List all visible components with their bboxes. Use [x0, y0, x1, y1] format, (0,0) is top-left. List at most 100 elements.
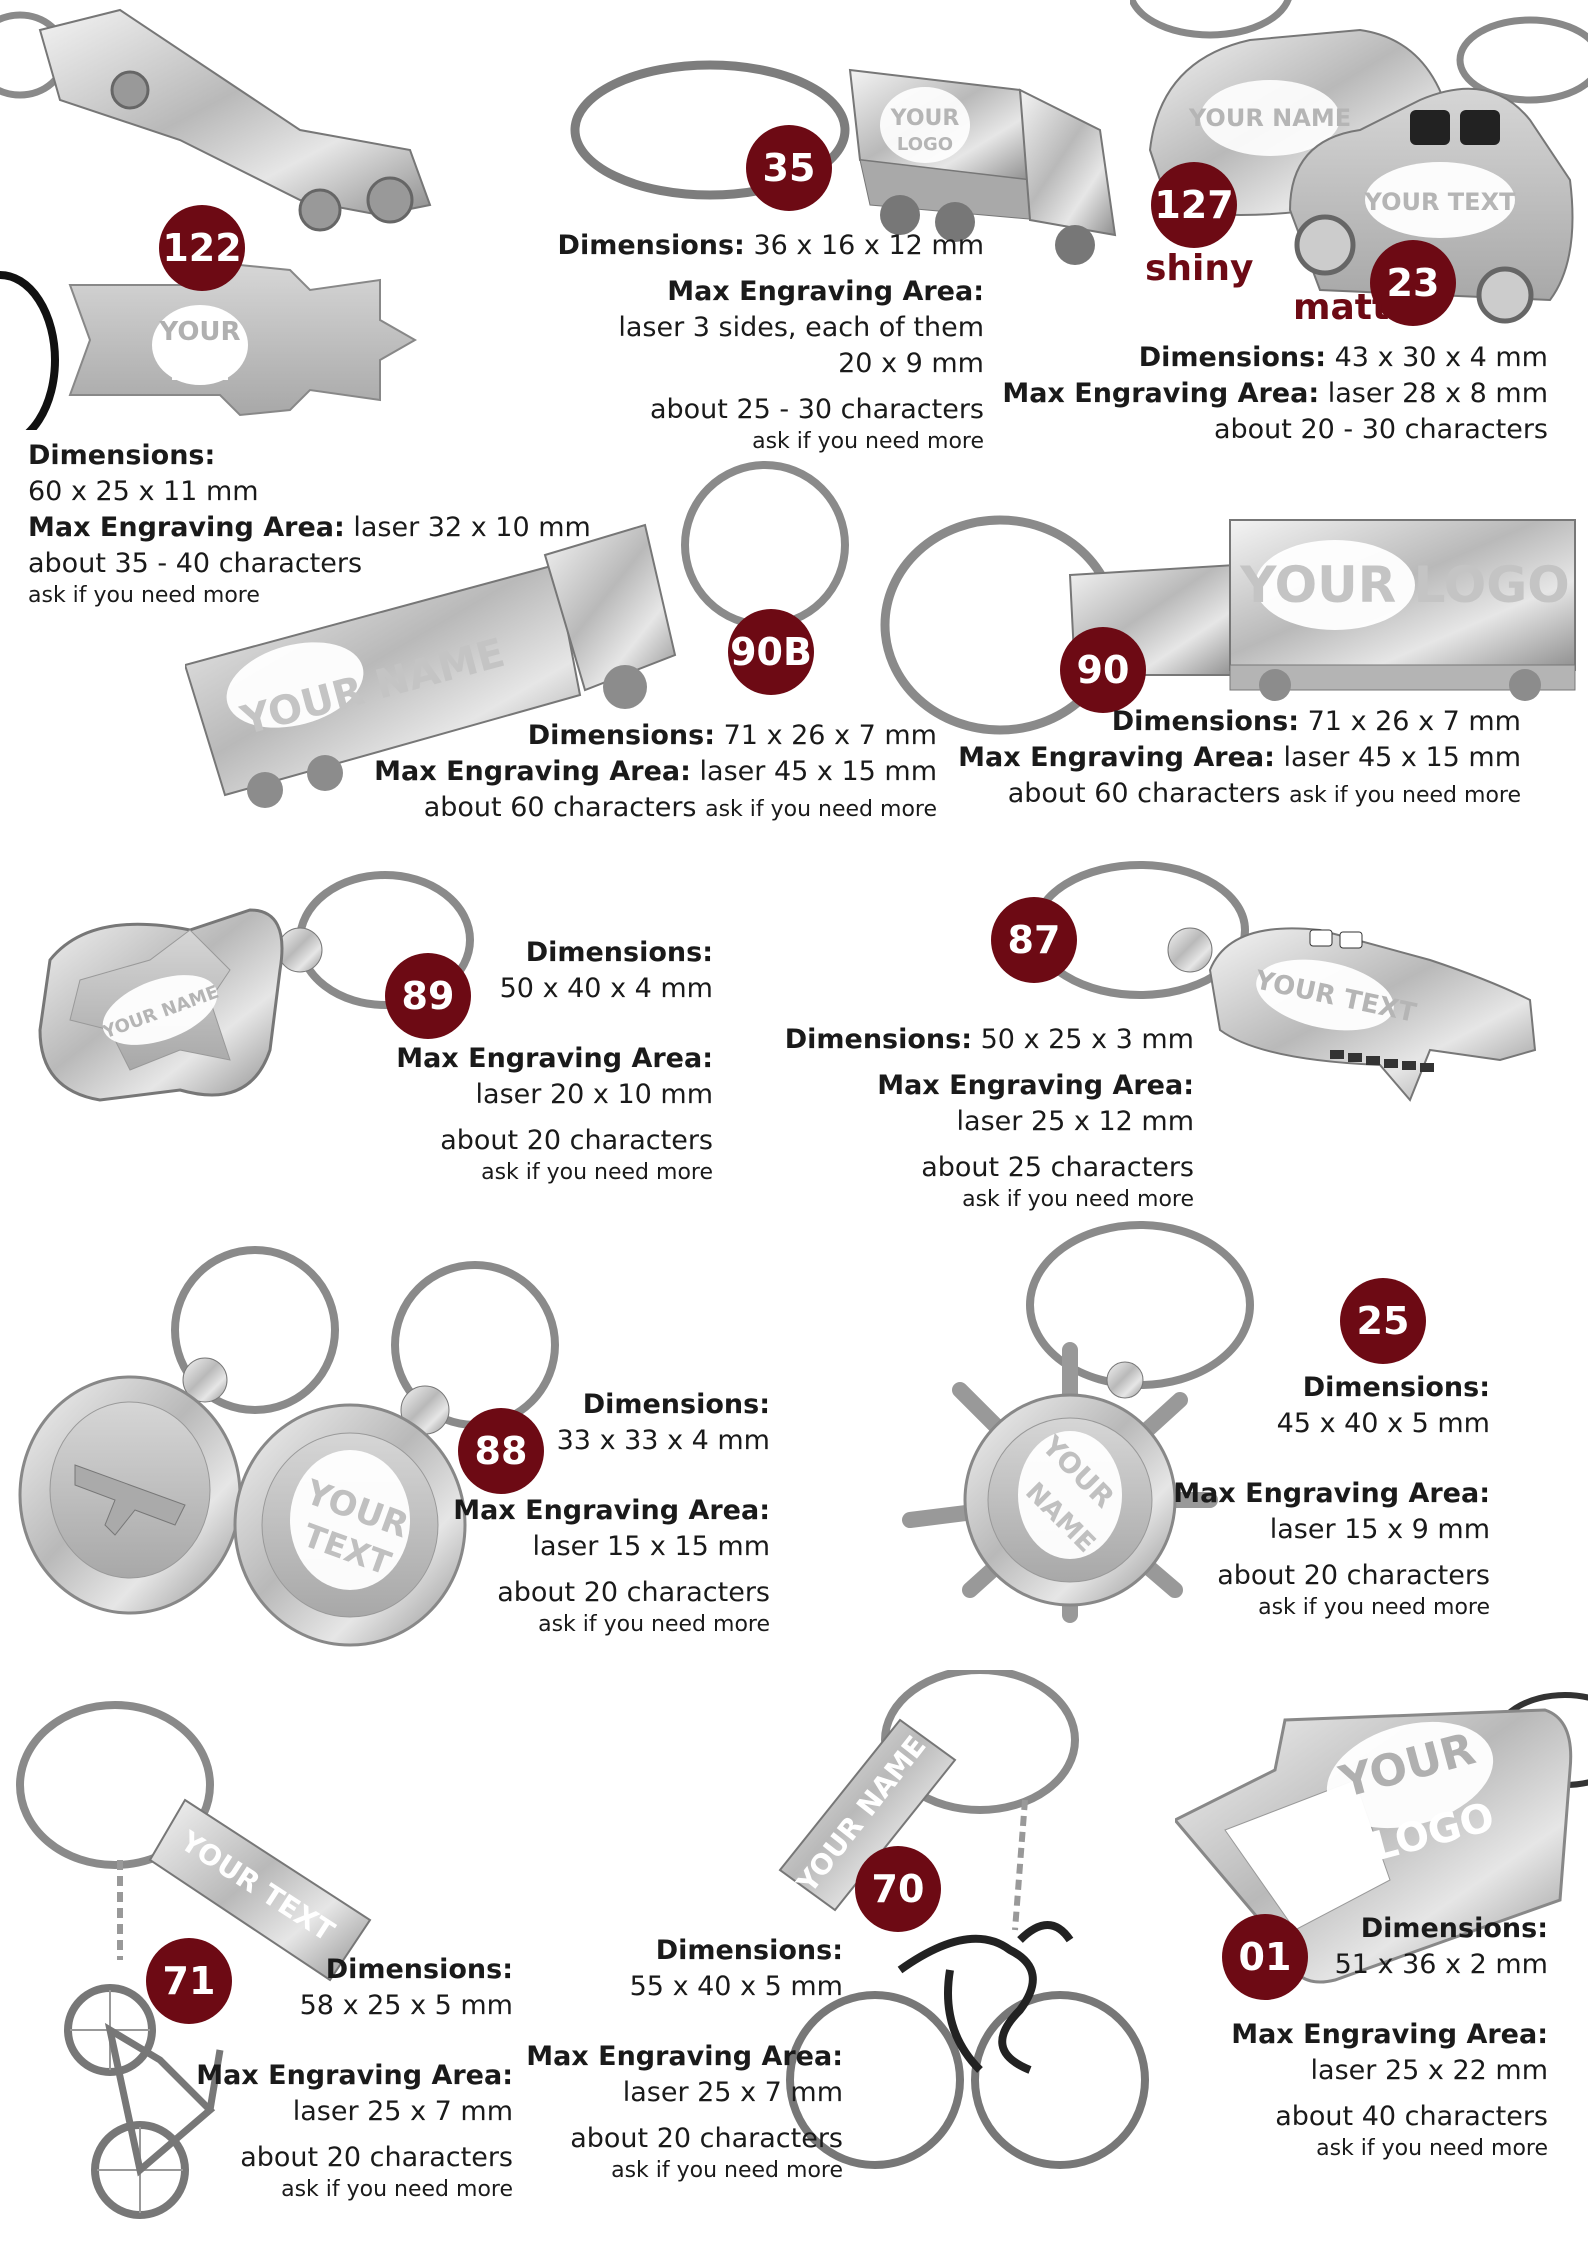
- dimensions-label: Dimensions:: [784, 1024, 973, 1055]
- characters-value: about 60 characters: [1007, 778, 1281, 809]
- ask-more-note: ask if you need more: [962, 1187, 1194, 1212]
- dimensions-value: 71 x 26 x 7 mm: [1307, 706, 1521, 737]
- product-badge-35: 35: [746, 125, 832, 211]
- engrave-text: TEXT: [166, 358, 234, 386]
- spec-122: Dimensions: 60 x 25 x 11 mm Max Engravin…: [28, 438, 591, 610]
- product-badge-90b: 90B: [728, 609, 814, 695]
- engrave-text: YOUR TEXT: [1364, 188, 1517, 216]
- product-badge-127: 127: [1151, 162, 1237, 248]
- engrave-text: YOUR: [890, 106, 960, 131]
- characters-value: about 25 - 30 characters: [649, 394, 984, 425]
- dimensions-value: 50 x 25 x 3 mm: [980, 1024, 1194, 1055]
- ask-more-note: ask if you need more: [281, 2177, 513, 2202]
- truck-keyring-image: YOUR LOGO: [570, 60, 1117, 265]
- characters-value: about 40 characters: [1275, 2101, 1548, 2132]
- dimensions-value: 60 x 25 x 11 mm: [28, 476, 259, 507]
- engraving-value: laser 25 x 7 mm: [292, 2096, 513, 2127]
- ask-more-note: ask if you need more: [481, 1160, 713, 1185]
- spec-90b: Dimensions: 71 x 26 x 7 mm Max Engraving…: [374, 718, 937, 826]
- dimensions-label: Dimensions:: [1360, 1913, 1548, 1944]
- ask-more-note: ask if you need more: [28, 583, 260, 608]
- spec-87: Dimensions: 50 x 25 x 3 mm Max Engraving…: [785, 1022, 1194, 1214]
- engraving-value: laser 25 x 7 mm: [622, 2077, 843, 2108]
- dimensions-value: 50 x 40 x 4 mm: [499, 973, 713, 1004]
- spec-88: Dimensions: 33 x 33 x 4 mm Max Engraving…: [453, 1387, 770, 1639]
- engraving-label: Max Engraving Area:: [453, 1495, 770, 1526]
- characters-value: about 35 - 40 characters: [28, 548, 363, 579]
- characters-value: about 20 - 30 characters: [1213, 414, 1548, 445]
- dimensions-value: 43 x 30 x 4 mm: [1334, 342, 1548, 373]
- dimensions-label: Dimensions:: [525, 937, 713, 968]
- finish-label-matt: matt: [1293, 287, 1390, 328]
- product-badge-90: 90: [1060, 627, 1146, 713]
- engraving-label: Max Engraving Area:: [1002, 378, 1320, 409]
- dimensions-value: 33 x 33 x 4 mm: [556, 1425, 770, 1456]
- lorry-keyring-image: YOUR NAME: [185, 461, 849, 808]
- product-badge-01: 01: [1222, 1914, 1308, 2000]
- product-badge-71: 71: [146, 1938, 232, 2024]
- characters-value: about 25 characters: [921, 1152, 1194, 1183]
- f1-car-keyring-image: YOUR TEXT: [0, 8, 432, 430]
- dimensions-label: Dimensions:: [28, 440, 216, 471]
- dimensions-label: Dimensions:: [655, 1935, 843, 1966]
- engraving-value: laser 45 x 15 mm: [699, 756, 937, 787]
- dimensions-value: 51 x 36 x 2 mm: [1334, 1949, 1548, 1980]
- finish-label-shiny: shiny: [1145, 248, 1254, 289]
- engraving-label: Max Engraving Area:: [396, 1043, 713, 1074]
- engraving-label: Max Engraving Area:: [374, 756, 691, 787]
- product-badge-70: 70: [855, 1846, 941, 1932]
- engraving-value: laser 3 sides, each of them: [618, 312, 984, 343]
- product-badge-25: 25: [1340, 1278, 1426, 1364]
- ask-more-note: ask if you need more: [705, 797, 937, 822]
- dimensions-label: Dimensions:: [1111, 706, 1300, 737]
- spec-25: Dimensions: 45 x 40 x 5 mm Max Engraving…: [1173, 1370, 1490, 1622]
- characters-value: about 20 characters: [440, 1125, 713, 1156]
- ask-more-note: ask if you need more: [752, 429, 984, 454]
- product-badge-88: 88: [458, 1408, 544, 1494]
- product-badge-122: 122: [159, 205, 245, 291]
- spec-90: Dimensions: 71 x 26 x 7 mm Max Engraving…: [958, 704, 1521, 812]
- spec-70: Dimensions: 55 x 40 x 5 mm Max Engraving…: [526, 1933, 843, 2185]
- dimensions-label: Dimensions:: [325, 1954, 513, 1985]
- dimensions-value: 55 x 40 x 5 mm: [629, 1971, 843, 2002]
- spec-23: Dimensions: 43 x 30 x 4 mm Max Engraving…: [1002, 340, 1548, 448]
- engrave-text: YOUR: [158, 317, 240, 347]
- product-badge-23: 23: [1370, 240, 1456, 326]
- product-badge-87: 87: [991, 897, 1077, 983]
- spec-01: Dimensions: 51 x 36 x 2 mm Max Engraving…: [1231, 1911, 1548, 2163]
- engraving-label: Max Engraving Area:: [958, 742, 1275, 773]
- characters-value: about 20 characters: [1217, 1560, 1490, 1591]
- dimensions-value: 45 x 40 x 5 mm: [1276, 1408, 1490, 1439]
- engraving-value: laser 15 x 15 mm: [532, 1531, 770, 1562]
- bottle-opener-van-keyring-image: YOUR LOGO: [1175, 1692, 1588, 1984]
- engraving-label: Max Engraving Area:: [1231, 2019, 1548, 2050]
- engraving-label: Max Engraving Area:: [877, 1070, 1194, 1101]
- spec-35: Dimensions: 36 x 16 x 12 mm Max Engravin…: [558, 228, 984, 456]
- trailer-keyring-image: YOUR LOGO: [880, 515, 1576, 735]
- bicycle-keyring-image: YOUR TEXT: [16, 1701, 372, 2219]
- ask-more-note: ask if you need more: [611, 2158, 843, 2183]
- engrave-text: YOUR LOGO: [1239, 556, 1570, 614]
- characters-value: about 20 characters: [240, 2142, 513, 2173]
- engraving-value: laser 25 x 12 mm: [956, 1106, 1194, 1137]
- characters-value: about 60 characters: [423, 792, 697, 823]
- engraving-value: laser 28 x 8 mm: [1327, 378, 1548, 409]
- ask-more-note: ask if you need more: [538, 1612, 770, 1637]
- ask-more-note: ask if you need more: [1289, 783, 1521, 808]
- plane-frame-keyring-image: YOUR NAME: [38, 871, 474, 1102]
- car-keyring-image: YOUR NAME YOUR TEXT: [1130, 0, 1588, 324]
- engraving-value: laser 25 x 22 mm: [1310, 2055, 1548, 2086]
- engrave-text: LOGO: [897, 134, 953, 155]
- spec-71: Dimensions: 58 x 25 x 5 mm Max Engraving…: [196, 1952, 513, 2204]
- engraving-label: Max Engraving Area:: [667, 276, 984, 307]
- engraving-label: Max Engraving Area:: [28, 512, 345, 543]
- dimensions-value: 58 x 25 x 5 mm: [299, 1990, 513, 2021]
- dimensions-label: Dimensions:: [1302, 1372, 1490, 1403]
- ship-wheel-keyring-image: YOUR NAME: [902, 1221, 1254, 1623]
- engraving-value: 20 x 9 mm: [838, 348, 984, 379]
- dimensions-label: Dimensions:: [527, 720, 716, 751]
- engraving-label: Max Engraving Area:: [196, 2060, 513, 2091]
- engraving-value: laser 32 x 10 mm: [353, 512, 591, 543]
- characters-value: about 20 characters: [570, 2123, 843, 2154]
- engraving-value: laser 15 x 9 mm: [1269, 1514, 1490, 1545]
